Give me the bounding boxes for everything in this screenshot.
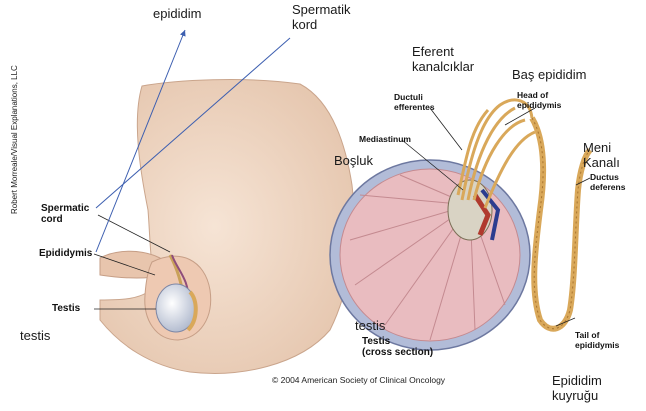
label-epididim: epididim <box>153 6 201 21</box>
label-bosluk: Boşluk <box>334 153 373 168</box>
label-mediastinum: Mediastinum <box>359 134 411 144</box>
label-meni-kanali: Meni Kanalı <box>583 140 620 170</box>
label-tail-of-epididymis: Tail of epididymis <box>575 330 619 350</box>
label-ductus-deferens: Ductus deferens <box>590 172 625 192</box>
torso-silhouette <box>100 80 354 374</box>
body-illustration <box>94 80 354 374</box>
label-spermatic-cord: Spermatic cord <box>41 203 89 225</box>
label-eferent-kanalciklar: Eferent kanalcıklar <box>412 44 474 74</box>
label-spermatik-kord: Spermatik kord <box>292 2 351 32</box>
label-epididymis: Epididymis <box>39 248 92 259</box>
label-testis-en: Testis <box>52 303 80 314</box>
label-testis-cross-section: Testis (cross section) <box>362 336 433 358</box>
label-testis-right: testis <box>355 318 385 333</box>
copyright-text: © 2004 American Society of Clinical Onco… <box>272 375 445 385</box>
label-epididim-kuyrugu: Epididim kuyruğu <box>552 373 602 403</box>
credit-vertical: Robert Morreale/Visual Explanations, LLC <box>10 65 19 214</box>
label-ductuli-efferentes: Ductuli efferentes <box>394 92 435 112</box>
label-testis-left: testis <box>20 328 50 343</box>
label-bas-epididim: Baş epididim <box>512 67 586 82</box>
epididymis-body-and-ductus <box>532 118 590 329</box>
label-head-of-epididymis: Head of epididymis <box>517 90 561 110</box>
testis-lobules <box>340 169 520 341</box>
